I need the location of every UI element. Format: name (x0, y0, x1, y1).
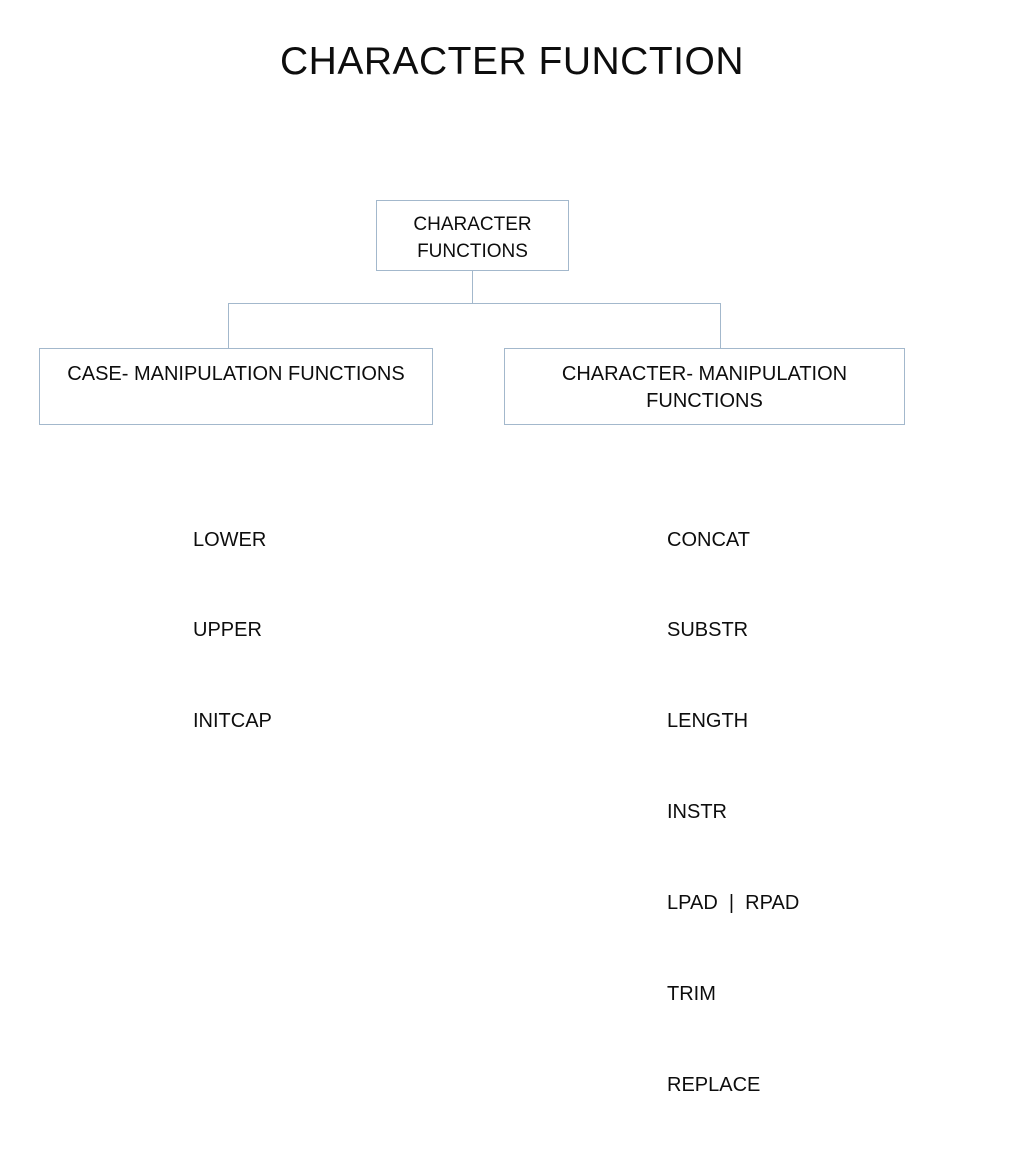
slide-canvas: CHARACTER FUNCTION CHARACTER FUNCTIONS C… (39, 40, 905, 1096)
node-box-character-functions: CHARACTER FUNCTIONS (376, 200, 569, 271)
list-item: INSTR (667, 801, 727, 824)
node-box-character-manipulation-label: CHARACTER- MANIPULATION FUNCTIONS (561, 363, 848, 412)
node-box-character-functions-label: CHARACTER FUNCTIONS (413, 214, 532, 262)
list-item: LPAD | RPAD (667, 892, 800, 915)
page-title: CHARACTER FUNCTION (280, 40, 744, 83)
list-item: CONCAT (667, 528, 750, 551)
node-box-case-manipulation: CASE- MANIPULATION FUNCTIONS (39, 348, 433, 425)
list-item: UPPER (193, 619, 262, 642)
connector-drop-right (720, 303, 721, 349)
list-item: REPLACE (667, 1073, 761, 1096)
node-box-case-manipulation-label: CASE- MANIPULATION FUNCTIONS (67, 363, 405, 385)
list-item: INITCAP (193, 710, 272, 733)
list-item: SUBSTR (667, 619, 749, 642)
list-item: LENGTH (667, 710, 749, 733)
function-list-case-manipulation: LOWER UPPER INITCAP (193, 464, 272, 797)
node-box-character-manipulation: CHARACTER- MANIPULATION FUNCTIONS (504, 348, 905, 425)
connector-drop-left (228, 303, 229, 349)
connector-root-stem (472, 271, 473, 304)
function-list-character-manipulation: CONCAT SUBSTR LENGTH INSTR LPAD | RPAD T… (667, 464, 799, 1161)
list-item: TRIM (667, 983, 716, 1006)
connector-horizontal-bar (228, 303, 721, 304)
list-item: LOWER (193, 528, 267, 551)
